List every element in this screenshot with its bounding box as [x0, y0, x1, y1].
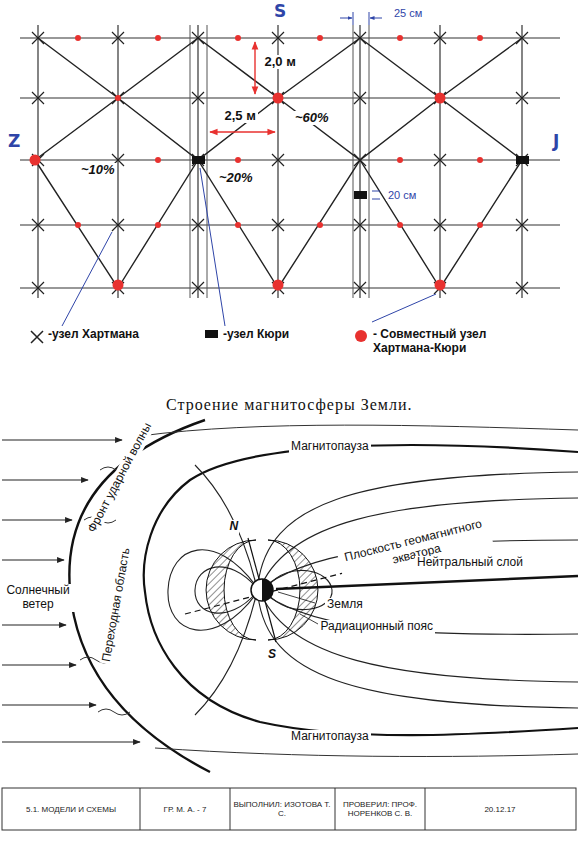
hartmann-mark — [112, 92, 124, 104]
curie-lines — [190, 25, 369, 298]
field-lines — [168, 465, 578, 715]
hartmann-mark — [272, 92, 284, 104]
dimension: 2,5 м — [223, 109, 258, 124]
title: Строение магнитосферы Земли. — [166, 396, 412, 414]
compass-letter: S — [274, 2, 286, 22]
hartmann-mark — [192, 92, 204, 104]
hartmann-mark — [354, 32, 366, 44]
percent-note: ~20% — [217, 171, 255, 186]
legend-symbol — [30, 330, 44, 344]
hartmann-mark — [32, 32, 44, 44]
hartmann-mark — [112, 219, 124, 231]
magnetopause — [144, 445, 578, 735]
hartmann-mark — [516, 154, 528, 166]
flow-lines — [80, 425, 578, 756]
bow-shock — [69, 420, 210, 772]
title-block — [2, 788, 576, 830]
percent-note: ~60% — [293, 111, 331, 126]
hartmann-marks — [32, 32, 528, 294]
region-label: Земля — [325, 598, 365, 612]
table-cell: ВЫПОЛНИЛ: ИЗОТОВА Т. С. — [233, 800, 331, 818]
table-cell: ГР. М. А. - 7 — [143, 805, 227, 814]
hartmann-mark — [516, 219, 528, 231]
hartmann-mark — [354, 219, 366, 231]
legend-leaders — [62, 168, 436, 326]
grid-lines — [20, 25, 560, 298]
hartmann-mark — [516, 32, 528, 44]
dimension: 2,0 м — [263, 55, 298, 70]
table-cell: ПРОВЕРИЛ: ПРОФ. НОРЕНКОВ С. В. — [338, 800, 422, 818]
legend-text: - Совместный узел Хартмана-Кюри — [373, 328, 533, 356]
hartmann-mark — [32, 92, 44, 104]
hartmann-mark — [192, 154, 204, 166]
diagonal-lines — [35, 38, 522, 288]
earth-symbol — [251, 579, 273, 601]
hartmann-mark — [192, 32, 204, 44]
hartmann-mark — [516, 282, 528, 294]
region-label: Радиационный пояс — [319, 620, 436, 634]
hartmann-mark — [354, 92, 366, 104]
hartmann-mark — [434, 32, 446, 44]
compass-letter: J — [553, 132, 559, 152]
region-label: Солнечный ветер — [1, 584, 75, 612]
table-cell: 5.1. МОДЕЛИ И СХЕМЫ — [6, 805, 136, 814]
hartmann-mark — [192, 282, 204, 294]
table-cell: 20.12.17 — [430, 805, 570, 814]
hartmann-mark — [32, 219, 44, 231]
pole-letter: N — [229, 520, 240, 534]
joint-nodes — [30, 35, 484, 291]
hartmann-mark — [434, 219, 446, 231]
hartmann-mark — [112, 32, 124, 44]
hartmann-mark — [192, 219, 204, 231]
region-label: Нейтральный слой — [415, 556, 525, 570]
hartmann-mark — [434, 92, 446, 104]
compass-letter: Z — [8, 132, 20, 152]
radiation-belt — [206, 540, 318, 640]
hartmann-mark — [354, 154, 366, 166]
hartmann-mark — [32, 282, 44, 294]
region-label: Плоскость геомагнитного экватора — [337, 516, 493, 580]
region-label: Переходная область — [99, 545, 133, 665]
dimension: 25 см — [392, 7, 424, 20]
legend-text: -узел Кюри — [223, 328, 289, 342]
region-label: Магнитопауза — [289, 440, 371, 454]
hartmann-mark — [272, 154, 284, 166]
percent-note: ~10% — [79, 163, 117, 178]
dimension: 20 см — [386, 189, 418, 202]
region-label: Фронт ударной волны — [84, 419, 155, 537]
legend-text: -узел Хартмана — [48, 328, 139, 342]
legend-swatch — [355, 330, 367, 342]
hartmann-mark — [516, 92, 528, 104]
hartmann-mark — [272, 219, 284, 231]
hartmann-mark — [354, 282, 366, 294]
curie-nodes — [192, 156, 529, 199]
hartmann-mark — [272, 32, 284, 44]
dimension-arrows — [210, 12, 382, 199]
pole-letter: S — [267, 648, 277, 662]
hartmann-mark — [434, 154, 446, 166]
legend-swatch — [205, 330, 218, 338]
region-label: Магнитопауза — [289, 730, 371, 744]
